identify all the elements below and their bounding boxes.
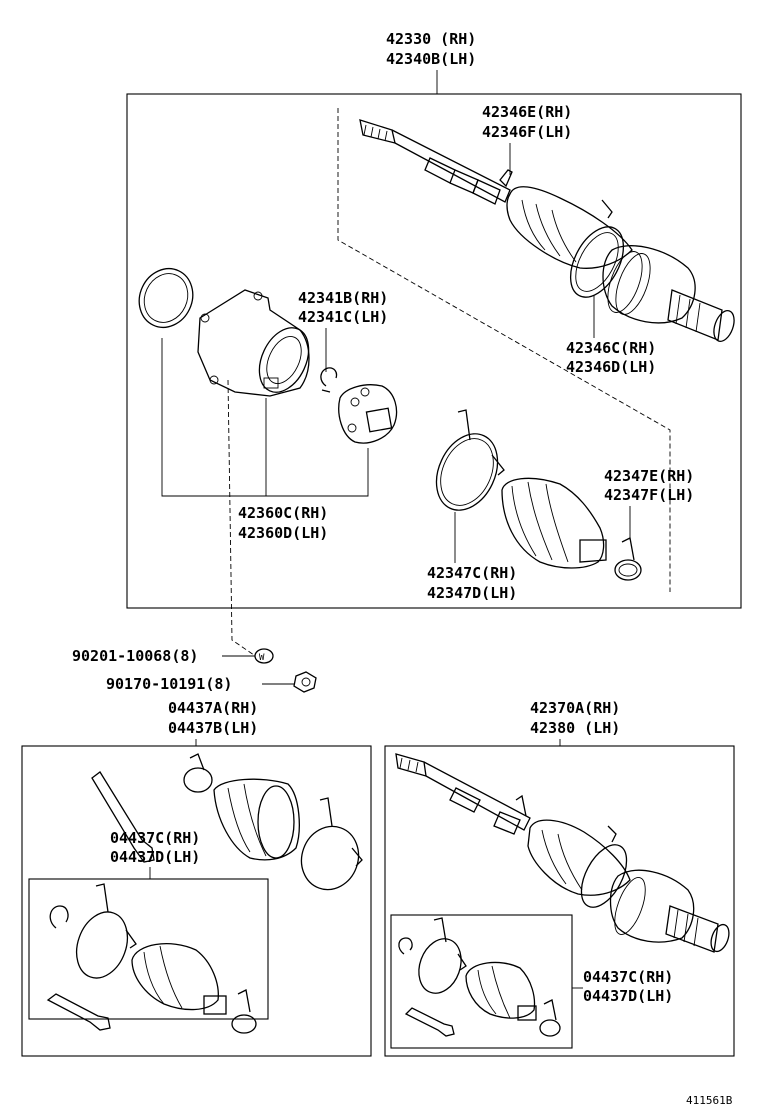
label-small-clamp-lh: 42347F(LH) xyxy=(604,486,694,504)
label-shaft-alt-rh: 42370A(RH) xyxy=(530,699,620,717)
main-assembly-box xyxy=(126,93,742,609)
inner-kit-boot xyxy=(131,943,227,1015)
label-boot-kit-outer-rh: 04437A(RH) xyxy=(168,699,258,717)
inboard-o-ring xyxy=(138,268,194,328)
label-boot-inner-lh: 42347D(LH) xyxy=(427,584,517,602)
label-boot-kit-alt-lh: 04437D(LH) xyxy=(583,987,673,1005)
label-boot-kit-outer-lh: 04437B(LH) xyxy=(168,719,258,737)
outer-kit-large-clamp xyxy=(300,797,363,891)
boot-kit-inner-box xyxy=(28,878,269,1020)
label-washer: 90201-10068(8) xyxy=(72,647,198,665)
grease-tube-1 xyxy=(91,771,155,863)
label-shaft-alt-lh: 42380 (LH) xyxy=(530,719,620,737)
inboard-joint-housing xyxy=(197,289,310,397)
label-boot-kit-inner-lh: 04437D(LH) xyxy=(110,848,200,866)
label-boot-clamp-outer-rh: 42346E(RH) xyxy=(482,103,572,121)
drive-shaft-alt xyxy=(395,753,730,953)
alt-kit-snap-ring xyxy=(398,937,413,955)
outer-kit-small-clamp xyxy=(183,753,213,793)
label-boot-kit-alt-rh: 04437C(RH) xyxy=(583,968,673,986)
inner-boot-large-clamp xyxy=(435,409,505,511)
label-boot-inner-rh: 42347C(RH) xyxy=(427,564,517,582)
outer-kit-boot xyxy=(213,778,300,861)
label-shaft-main-lh: 42340B(LH) xyxy=(386,50,476,68)
washer-icon: W xyxy=(254,648,274,664)
inner-kit-small-clamp xyxy=(231,989,257,1034)
alt-kit-boot xyxy=(465,961,537,1021)
alt-kit-small-clamp xyxy=(539,999,561,1037)
nut-icon xyxy=(293,671,317,693)
inner-boot xyxy=(501,477,607,569)
grease-tube-2 xyxy=(46,993,111,1031)
label-nut: 90170-10191(8) xyxy=(106,675,232,693)
tripod-spider xyxy=(338,384,398,444)
diagram-reference-code: 411561B xyxy=(686,1094,733,1107)
label-boot-kit-inner-rh: 04437C(RH) xyxy=(110,829,200,847)
drive-shaft-main xyxy=(359,119,735,342)
label-inboard-joint-lh: 42360D(LH) xyxy=(238,524,328,542)
inner-kit-large-clamp xyxy=(75,883,137,979)
label-small-clamp-rh: 42347E(RH) xyxy=(604,467,694,485)
alt-kit-large-clamp xyxy=(418,917,467,994)
alt-boot-kit-box xyxy=(390,914,573,1049)
label-boot-clamp-outer-lh: 42346F(LH) xyxy=(482,123,572,141)
label-inboard-joint-rh: 42360C(RH) xyxy=(238,504,328,522)
alt-assembly-box xyxy=(384,745,735,1057)
inner-boot-small-clamp xyxy=(614,537,642,581)
label-shaft-main-rh: 42330 (RH) xyxy=(386,30,476,48)
alt-kit-grease-tube xyxy=(404,1007,455,1037)
svg-text:W: W xyxy=(259,653,265,663)
label-outer-ring-rh: 42346C(RH) xyxy=(566,339,656,357)
assembly-guide-lines xyxy=(227,108,671,656)
small-snap-ring xyxy=(320,367,338,393)
boot-kit-outer-box xyxy=(21,745,372,1057)
inner-kit-snap-ring xyxy=(49,905,69,929)
label-snap-ring-lh: 42341C(LH) xyxy=(298,308,388,326)
label-snap-ring-rh: 42341B(RH) xyxy=(298,289,388,307)
label-outer-ring-lh: 42346D(LH) xyxy=(566,358,656,376)
